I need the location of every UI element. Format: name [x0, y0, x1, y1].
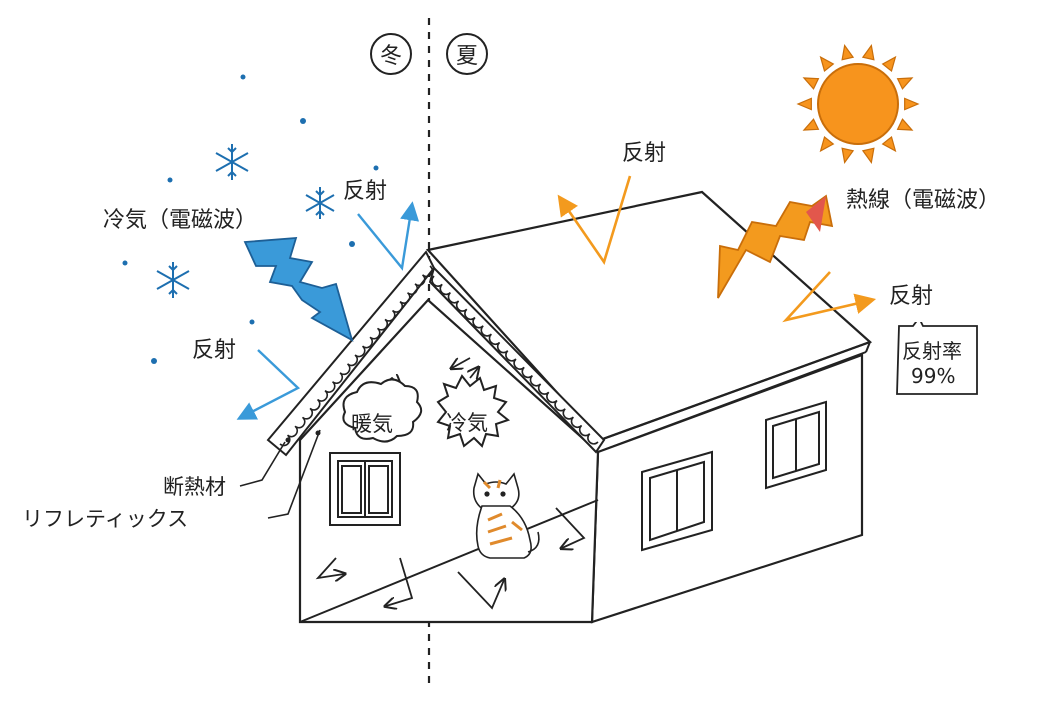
reflectance-value: 99%: [911, 364, 956, 388]
sun-ray: [841, 43, 855, 61]
window-right-1: [641, 450, 713, 552]
sun-ray: [819, 55, 835, 73]
reflect-arrow-summer-roof: [557, 175, 632, 265]
sun-ray: [896, 77, 914, 90]
cat-icon: [472, 472, 540, 559]
reflectance-title: 反射率: [902, 339, 962, 363]
cold-air-arrow: [243, 237, 354, 342]
reflectix-leader: [267, 429, 321, 519]
sun-ray: [881, 55, 897, 73]
cold-air-wave-label: 冷気（電磁波）: [103, 208, 258, 233]
heat-ray-wave-label: 熱線（電磁波）: [846, 188, 1001, 213]
reflect-winter-top-label: 反射: [343, 179, 388, 204]
cool-air-label: 冷気: [446, 411, 488, 435]
reflectix-label: リフレティックス: [22, 507, 189, 531]
sun-ray: [841, 147, 855, 165]
sun-ray: [861, 43, 875, 61]
heat-ray-arrow: [717, 194, 834, 299]
summer-badge: 夏: [446, 33, 488, 75]
reflect-summer-right-label: 反射: [889, 284, 934, 309]
reflect-arrow-winter-left: [236, 349, 301, 420]
snow-dots: [122, 74, 379, 364]
sun-ray: [896, 118, 914, 131]
snowflake-icon: [156, 144, 335, 298]
reflect-winter-left-label: 反射: [192, 338, 237, 363]
sun-ray: [802, 118, 820, 131]
sun-ray: [796, 97, 812, 111]
sun-icon: [796, 43, 920, 165]
sun-ray: [881, 135, 897, 153]
sun-ray: [861, 147, 875, 165]
insulation-label: 断熱材: [163, 475, 226, 499]
sun-ray: [904, 97, 920, 111]
window-right-2: [765, 400, 827, 490]
reflectance-callout: 反射率 99%: [893, 322, 979, 396]
window-left: [329, 452, 401, 526]
cool-air-bubble: [436, 374, 511, 448]
warm-air-label: 暖気: [351, 412, 393, 436]
reflect-arrow-summer-right: [782, 271, 877, 323]
reflect-arrow-winter-top: [357, 201, 420, 271]
winter-badge: 冬: [370, 33, 412, 75]
warm-air-bubble: [342, 378, 423, 443]
reflect-summer-roof-label: 反射: [622, 141, 667, 166]
insulation-leader: [239, 441, 286, 487]
insulation-band-right: [428, 266, 606, 454]
sun-ray: [802, 77, 820, 90]
sun-ray: [819, 135, 835, 153]
